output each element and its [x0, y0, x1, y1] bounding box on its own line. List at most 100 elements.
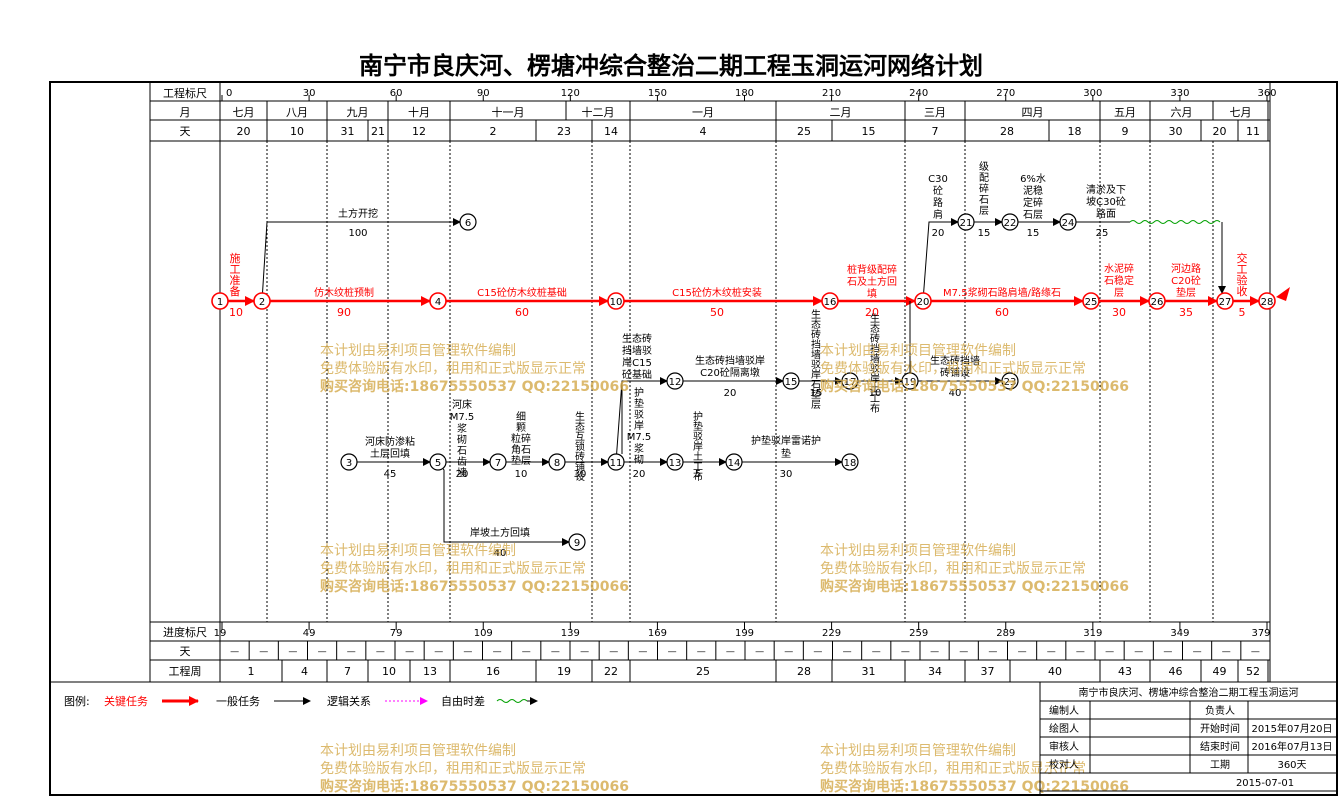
task-name: 驳	[634, 409, 644, 421]
task-name: 粒碎	[511, 432, 531, 445]
task-name: 层	[979, 205, 989, 217]
event-node-circle	[1001, 372, 1019, 390]
week-label: 22	[604, 665, 618, 678]
task-name: 砖	[575, 450, 585, 463]
task-duration: 20	[932, 228, 945, 239]
task-name: 垫层	[1176, 286, 1196, 299]
scale-tick: 0	[226, 88, 232, 99]
task-name: 石及土方回	[847, 275, 897, 288]
month-label: 六月	[1171, 106, 1193, 119]
task-duration: 90	[337, 306, 351, 319]
event-node: 26	[1148, 292, 1166, 310]
legend-dashed-arrow	[420, 697, 428, 705]
task-name: 河边路	[1171, 262, 1201, 275]
day2-mark: —	[609, 647, 618, 657]
progress-tick: 19	[214, 628, 227, 639]
week-label: 37	[981, 665, 995, 678]
task-name: 土层回填	[370, 447, 410, 460]
event-node-circle	[901, 372, 919, 390]
day-row-label: 天	[180, 125, 191, 138]
event-node-circle	[568, 533, 586, 551]
task-name: 岸坡土方回填	[470, 526, 530, 539]
task-name: 填	[867, 287, 877, 300]
task-name: 墙	[870, 352, 880, 365]
task-name: 工	[1237, 263, 1248, 276]
event-node-circle	[1148, 292, 1166, 310]
task-name: 验	[1237, 273, 1248, 287]
scale-tick: 150	[648, 88, 667, 99]
event-node: 11	[607, 453, 625, 471]
task-name: 石层	[1023, 209, 1043, 221]
task-name: 土	[870, 382, 880, 395]
day2-mark: —	[668, 647, 677, 657]
event-node: 23	[1001, 372, 1019, 390]
task-name: 备	[230, 284, 241, 298]
event-node-circle	[1001, 213, 1019, 231]
task-name: 河床	[452, 398, 472, 411]
task-duration: 20	[724, 388, 737, 399]
task-name: 6%水	[1020, 173, 1046, 185]
day2-mark: —	[347, 647, 356, 657]
event-node: 6	[459, 213, 477, 231]
watermark-line: 免费体验版有水印，租用和正式版显示正常	[820, 761, 1086, 777]
task-name: 互	[575, 431, 585, 443]
legend-wave	[496, 699, 528, 703]
event-node-number: 4	[435, 297, 441, 308]
task-name: 生态砖挡墙驳岸	[695, 354, 765, 367]
event-node-number: 18	[844, 458, 857, 469]
free-float-wave	[1129, 220, 1221, 224]
task-name: 驳	[870, 363, 880, 375]
day2-mark: —	[1047, 647, 1056, 657]
event-node-number: 20	[917, 297, 930, 308]
info-end-label: 结束时间	[1200, 740, 1240, 753]
task-name: 泥稳	[1023, 184, 1043, 197]
task-name: 砌	[634, 454, 644, 466]
task-name: 岸	[693, 441, 703, 453]
day2-mark: —	[988, 647, 997, 657]
week-label: 19	[557, 665, 571, 678]
progress-tick: 379	[1251, 628, 1270, 639]
watermark-line: 免费体验版有水印，租用和正式版显示正常	[820, 561, 1086, 577]
task-name: 砼基础	[622, 368, 652, 381]
event-node: 3	[340, 453, 358, 471]
day-label: 2	[490, 125, 497, 138]
task-name: 清淤及下	[1086, 183, 1126, 196]
task-name: 施	[230, 252, 241, 265]
watermark-line: 购买咨询电话:18675550537 QQ:22150066	[320, 578, 629, 595]
event-node-number: 9	[574, 538, 580, 549]
task-name: 垫	[781, 447, 791, 460]
task-name: 锁	[575, 440, 585, 453]
event-node: 18	[841, 453, 859, 471]
day-label: 12	[412, 125, 426, 138]
task-duration: 5	[695, 469, 701, 480]
event-node-circle	[914, 292, 932, 310]
event-node: 2	[253, 292, 271, 310]
task-duration: 15	[1027, 228, 1040, 239]
event-node-number: 7	[495, 458, 501, 469]
event-node: 16	[821, 292, 839, 310]
event-node-number: 13	[669, 458, 682, 469]
progress-tick: 349	[1170, 628, 1189, 639]
event-node: 8	[548, 453, 566, 471]
day2-mark: —	[930, 647, 939, 657]
task-name: 石稳定	[1104, 274, 1134, 287]
task-name: 河床防渗粘	[365, 435, 415, 448]
event-node: 14	[725, 453, 743, 471]
task-name: 碎	[979, 182, 989, 195]
day-label: 23	[557, 125, 571, 138]
event-node: 9	[568, 533, 586, 551]
legend-logic-label: 逻辑关系	[327, 694, 371, 708]
task-name: 垫层	[511, 454, 531, 467]
day2-mark: —	[1134, 647, 1143, 657]
task-name: 墙	[811, 348, 821, 361]
day2-mark: —	[697, 647, 706, 657]
task-duration: 10	[869, 388, 882, 399]
task-name: 岸	[811, 369, 821, 381]
activity-arrow	[261, 218, 461, 302]
event-node: 4	[429, 292, 447, 310]
scale-tick: 60	[390, 88, 403, 99]
task-name: 护	[634, 386, 644, 399]
day-label: 15	[862, 125, 876, 138]
task-name: 生态砖挡墙	[930, 354, 980, 367]
event-node-number: 10	[610, 297, 623, 308]
